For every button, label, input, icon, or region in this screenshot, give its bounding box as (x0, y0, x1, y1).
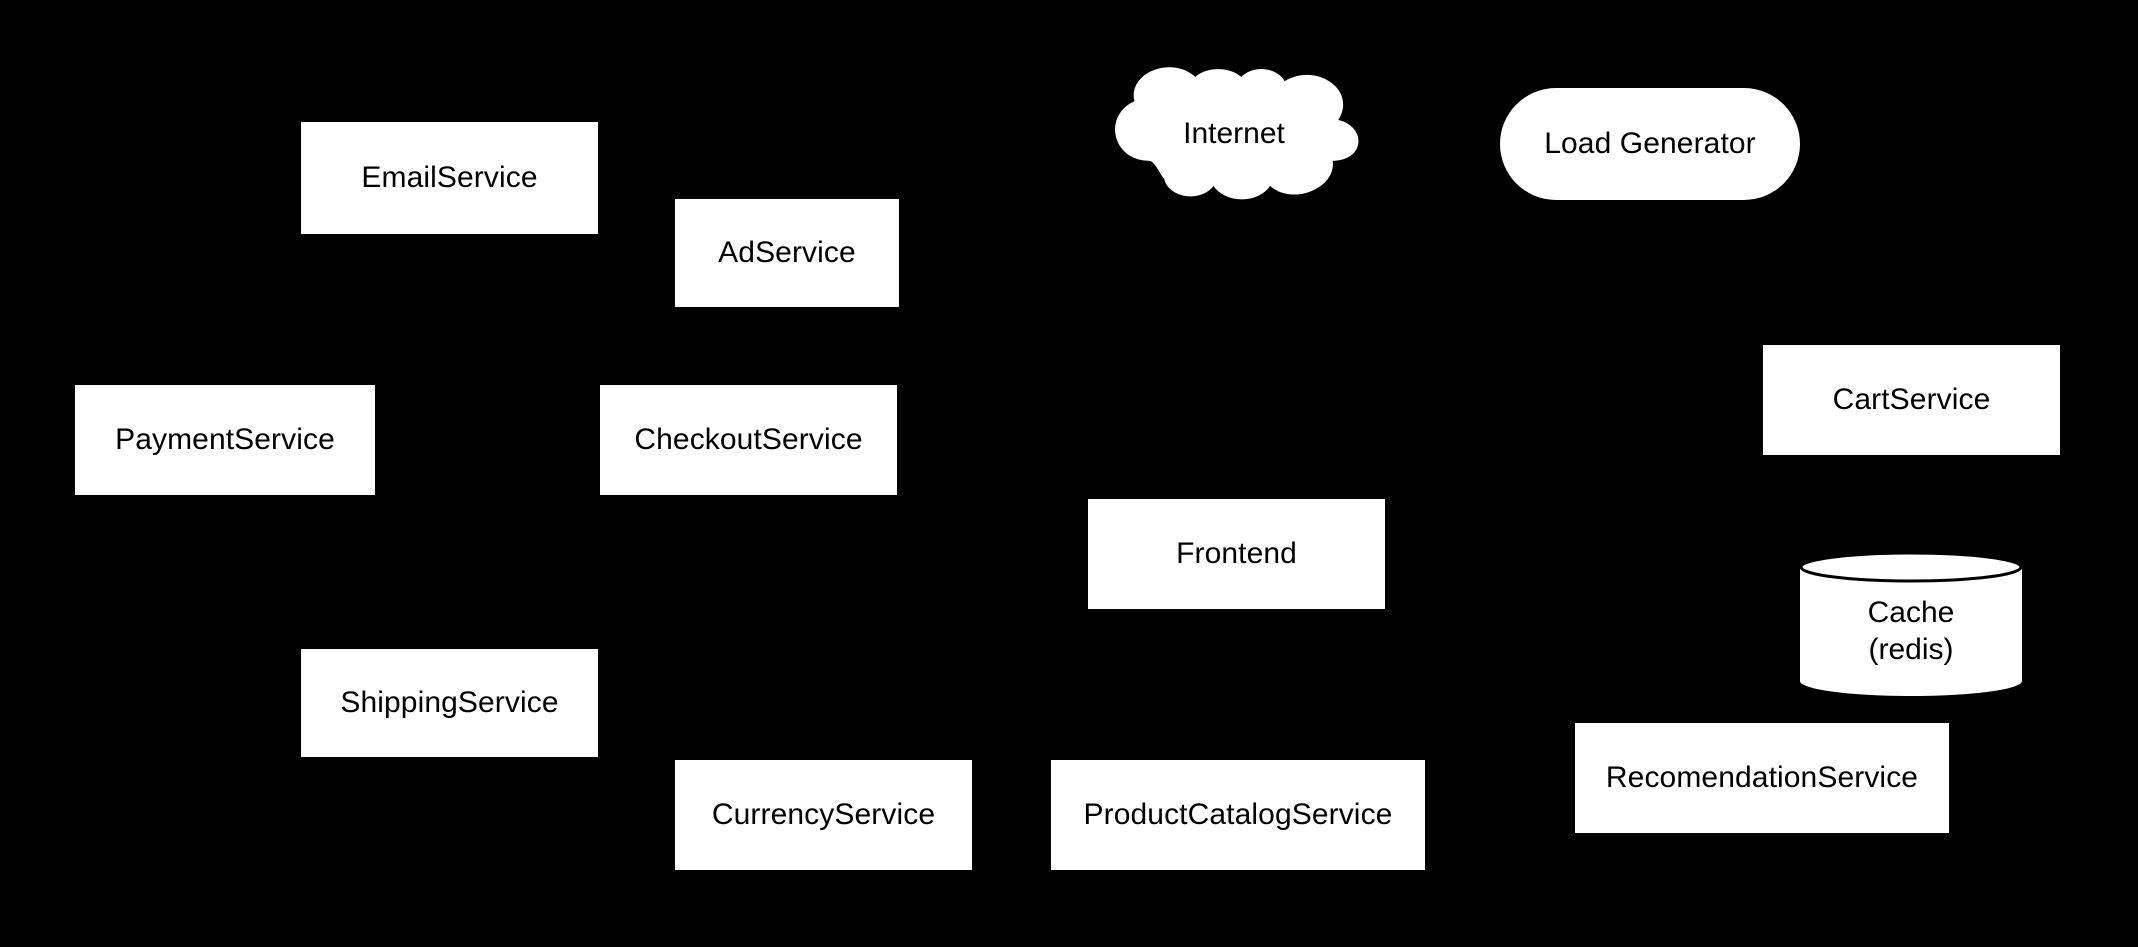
cloud-icon (1115, 67, 1359, 200)
node-currency-service[interactable]: CurrencyService (675, 760, 972, 870)
node-checkout-service[interactable]: CheckoutService (600, 385, 897, 495)
node-internet[interactable]: Internet (1086, 60, 1382, 200)
node-shipping-service[interactable]: ShippingService (301, 649, 598, 757)
node-cache-redis[interactable]: Cache (redis) (1800, 552, 2022, 696)
node-email-service[interactable]: EmailService (301, 122, 598, 234)
node-load-generator[interactable]: Load Generator (1500, 88, 1800, 200)
database-cylinder-icon (1800, 552, 2022, 696)
node-cart-service[interactable]: CartService (1763, 345, 2060, 455)
node-payment-service[interactable]: PaymentService (75, 385, 375, 495)
node-ad-service[interactable]: AdService (675, 199, 899, 307)
node-product-catalog-service[interactable]: ProductCatalogService (1051, 760, 1425, 870)
node-recomendation-service[interactable]: RecomendationService (1575, 723, 1949, 833)
node-frontend[interactable]: Frontend (1088, 499, 1385, 609)
